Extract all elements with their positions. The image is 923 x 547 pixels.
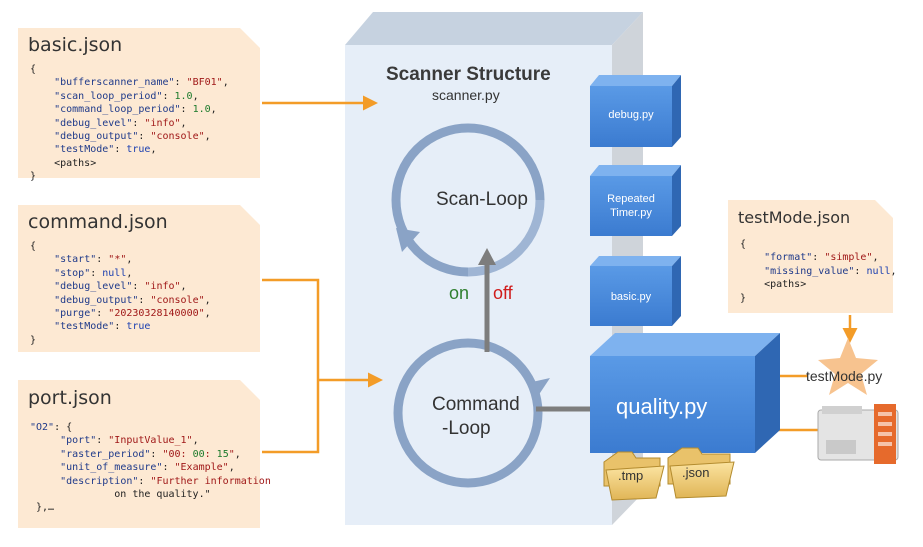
code-line: "format": "simple", xyxy=(764,252,879,264)
code-line: "debug_output": "console", xyxy=(54,294,211,306)
code-line: "start": "*", xyxy=(54,254,133,266)
code-line: "bufferscanner_name": "BF01", xyxy=(54,77,229,89)
scan-loop-circle xyxy=(391,123,545,277)
json-folder-label: .json xyxy=(682,465,710,480)
io-device-icon xyxy=(817,404,899,464)
code-line: "port": "InputValue_1", xyxy=(60,435,199,447)
testmode-py-label: testMode.py xyxy=(806,368,883,384)
command-loop-circle xyxy=(393,338,550,488)
code-line: "testMode": true xyxy=(54,321,151,333)
code-line: } xyxy=(30,334,37,346)
code-line: } xyxy=(30,171,37,183)
debug-cube xyxy=(590,75,681,147)
command-json-title: command.json xyxy=(28,211,168,233)
command-loop-label-line2: -Loop xyxy=(442,418,491,439)
tmp-folder-label: .tmp xyxy=(618,468,644,483)
port-json-note-shape xyxy=(18,380,260,528)
code-line: "missing_value": null, xyxy=(764,265,897,277)
basic-json-title: basic.json xyxy=(28,34,123,56)
basic-py-label: basic.py xyxy=(610,291,652,303)
scan-loop-label: Scan-Loop xyxy=(436,189,528,210)
code-line: <paths> xyxy=(740,279,807,291)
command-json-note-shape xyxy=(18,205,260,352)
basic-py-cube xyxy=(590,256,681,326)
testmode-json-code: { "format": "simple", "missing_value": n… xyxy=(740,238,897,305)
repeated-timer-cube xyxy=(590,165,681,236)
tmp-folder-icon xyxy=(603,451,665,501)
json-folder-icon xyxy=(667,447,735,499)
command-json-code: { "start": "*", "stop": null, "debug_lev… xyxy=(30,240,211,347)
repeated-timer-label-line1: Repeated xyxy=(607,193,655,205)
repeated-timer-label-line2: Timer.py xyxy=(610,207,652,219)
code-line: on the quality." xyxy=(30,489,211,501)
code-line: "O2": { xyxy=(30,422,73,433)
scanner-title: Scanner Structure xyxy=(386,64,551,85)
code-line: { xyxy=(30,241,37,252)
code-line: "testMode": true, xyxy=(54,144,157,156)
code-line: <paths> xyxy=(30,157,97,169)
code-line: { xyxy=(740,239,747,250)
code-line: },… xyxy=(30,502,55,514)
code-line: "description": "Further information xyxy=(60,475,271,487)
quality-py-label: quality.py xyxy=(616,394,708,419)
code-line: "debug_level": "info", xyxy=(54,117,187,129)
port-json-code: "O2": { "port": "InputValue_1", "raster_… xyxy=(30,421,271,515)
code-line: "raster_period": "00: 00: 15", xyxy=(60,448,241,460)
port-json-title: port.json xyxy=(28,387,112,409)
testmode-json-title: testMode.json xyxy=(738,208,851,227)
code-line: "scan_loop_period": 1.0, xyxy=(54,90,199,102)
testmode-star-icon xyxy=(818,338,878,395)
switch-off-label: off xyxy=(493,283,513,303)
debug-py-label: debug.py xyxy=(608,109,654,121)
switch-on-label: on xyxy=(449,283,470,303)
testmode-json-note-shape xyxy=(728,200,893,313)
code-line: "debug_level": "info", xyxy=(54,281,187,293)
basic-json-note-shape xyxy=(18,28,260,178)
command-loop-label-line1: Command xyxy=(432,394,520,415)
code-line: "stop": null, xyxy=(54,267,133,279)
code-line: "debug_output": "console", xyxy=(54,131,211,143)
code-line: } xyxy=(740,292,747,304)
code-line: "purge": "20230328140000", xyxy=(54,308,211,320)
code-line: { xyxy=(30,64,37,75)
basic-json-code: { "bufferscanner_name": "BF01", "scan_lo… xyxy=(30,63,229,184)
scanner-subtitle: scanner.py xyxy=(432,87,500,103)
code-line: "command_loop_period": 1.0, xyxy=(54,104,217,116)
orange-connectors xyxy=(262,95,858,454)
code-line: "unit_of_measure": "Example", xyxy=(60,462,235,474)
quality-cube xyxy=(590,333,780,453)
